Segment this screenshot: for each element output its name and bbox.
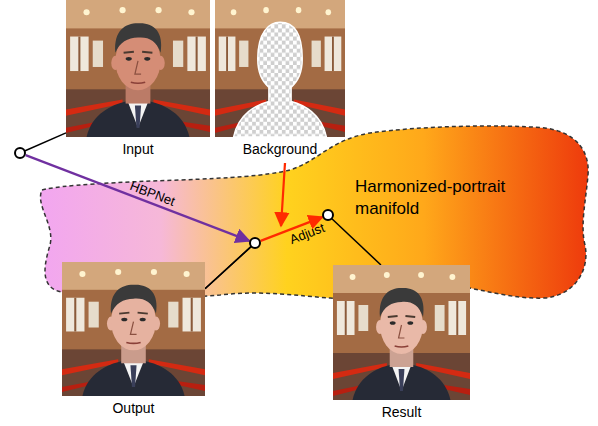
input-photo: Input — [66, 0, 210, 137]
portrait-image — [62, 262, 205, 396]
portrait-picture — [66, 0, 210, 137]
manifold-label: Harmonized-portrait manifold — [355, 176, 525, 220]
portrait-image — [66, 0, 210, 137]
photo-caption: Background — [243, 141, 318, 157]
caption-holder: Result — [382, 404, 422, 420]
background-photo: Background — [215, 0, 345, 137]
portrait-picture — [333, 265, 470, 400]
result-photo: Result — [333, 265, 470, 400]
portrait-image — [215, 0, 345, 137]
caption-holder: Output — [112, 400, 154, 416]
output-photo: Output — [62, 262, 205, 396]
photo-caption: Output — [112, 400, 154, 416]
photo-caption: Result — [382, 404, 422, 420]
leader-line — [25, 133, 66, 151]
photo-caption: Input — [122, 141, 153, 157]
edge-label: Adjust — [287, 220, 326, 247]
caption-holder: Background — [243, 141, 318, 157]
manifold-label-holder: Harmonized-portrait manifold — [355, 176, 525, 220]
edge-label: HBPNet — [128, 178, 177, 209]
manifold-point — [250, 238, 260, 248]
portrait-image — [333, 265, 470, 400]
portrait-picture — [62, 262, 205, 396]
manifold-point — [15, 148, 25, 158]
caption-holder: Input — [122, 141, 153, 157]
manifold-point — [323, 210, 333, 220]
portrait-picture — [215, 0, 345, 137]
